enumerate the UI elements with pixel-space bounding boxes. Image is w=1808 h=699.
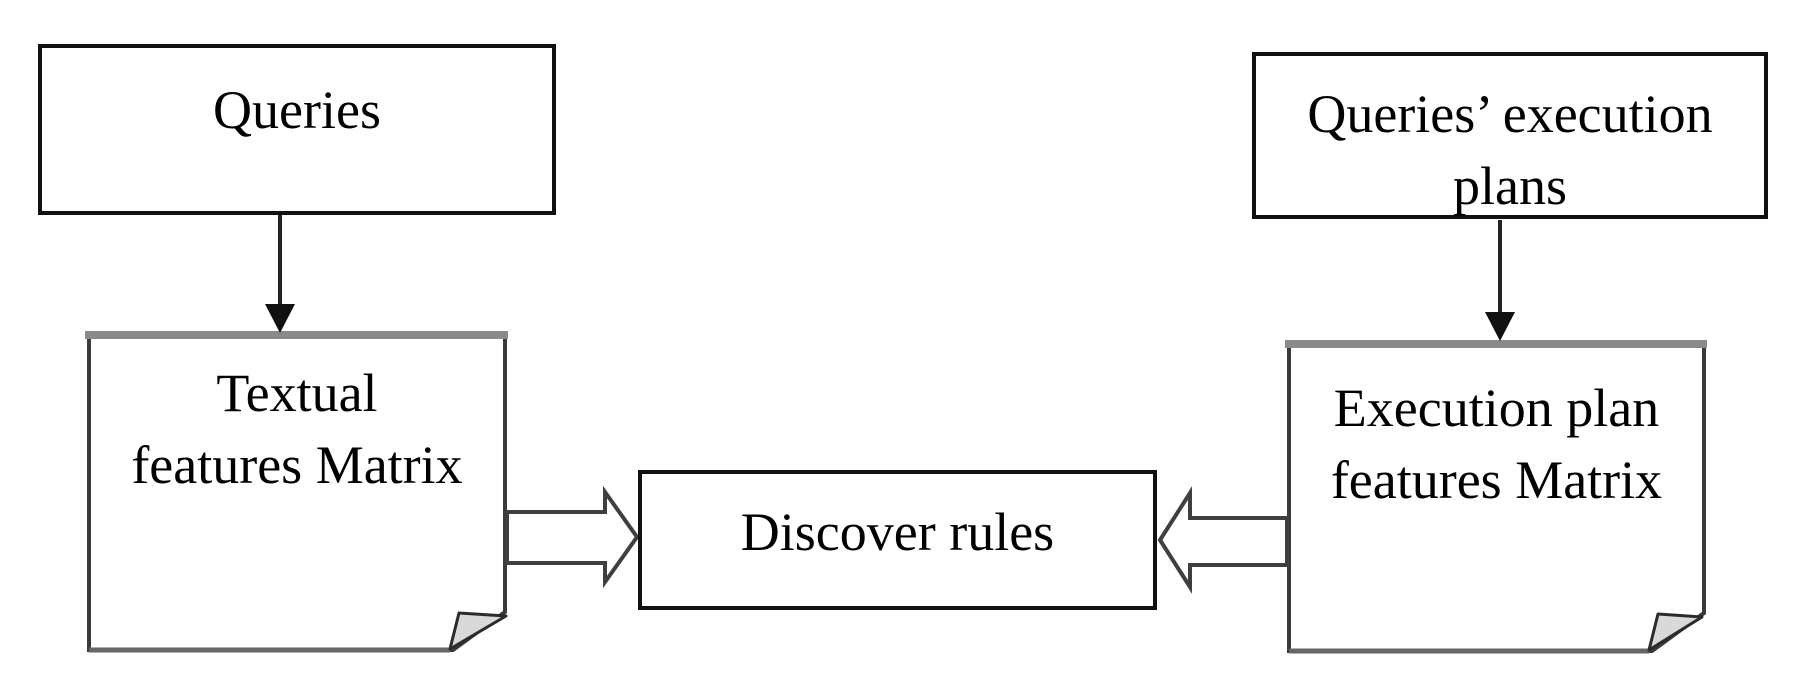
node-queries-execution-plans: Queries’ execution plans: [1252, 52, 1768, 219]
node-queries: Queries: [38, 44, 556, 215]
plan-matrix-document-shape: [1285, 340, 1707, 654]
block-arrow-textual-to-discover: [505, 485, 640, 589]
node-queries-execution-plans-label: Queries’ execution plans: [1307, 84, 1713, 216]
arrowhead-down-icon: [1485, 312, 1515, 341]
node-textual-features-matrix-label: Textual features Matrix: [131, 363, 463, 495]
node-discover-rules-label: Discover rules: [740, 502, 1055, 562]
arrowhead-down-icon: [265, 304, 295, 333]
connector-plans-to-plan-matrix: [1485, 220, 1515, 341]
node-execution-plan-features-matrix-label: Execution plan features Matrix: [1330, 378, 1663, 510]
textual-matrix-folded-corner-icon: [448, 611, 508, 651]
node-queries-label: Queries: [213, 80, 381, 140]
node-discover-rules: Discover rules: [638, 470, 1157, 610]
node-execution-plan-features-matrix: Execution plan features Matrix: [1287, 342, 1706, 542]
plan-matrix-folded-corner-icon: [1647, 612, 1704, 652]
block-arrow-plan-to-discover: [1157, 486, 1289, 594]
connector-queries-to-textual-matrix: [265, 215, 295, 333]
node-textual-features-matrix: Textual features Matrix: [87, 333, 507, 533]
textual-matrix-document-shape: [85, 331, 508, 653]
